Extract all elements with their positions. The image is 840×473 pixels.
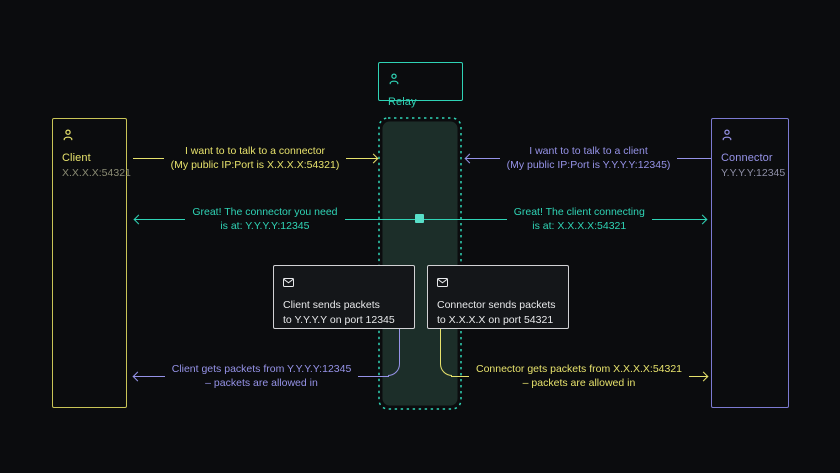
flow-label-line2: is at: Y.Y.Y.Y:12345 — [220, 220, 310, 232]
flow-relay-to-client: Great! The connector you need is at: Y.Y… — [133, 205, 420, 233]
note-line1: Client sends packets — [283, 299, 380, 311]
note-client-sends: Client sends packets to Y.Y.Y.Y on port … — [273, 265, 415, 329]
note-line2: to Y.Y.Y.Y on port 12345 — [283, 314, 395, 326]
person-icon — [721, 129, 733, 141]
arrow-left-icon — [133, 214, 144, 224]
flow-label-line1: Great! The client connecting — [513, 206, 645, 218]
note-connector-sends: Connector sends packets to X.X.X.X on po… — [427, 265, 569, 329]
actor-name: Connector — [721, 152, 773, 164]
arrow-left-icon — [464, 153, 475, 163]
flow-line — [466, 157, 500, 159]
envelope-icon — [283, 278, 294, 287]
packet-path-to-client-curve — [388, 329, 400, 376]
relay-node-marker — [415, 214, 424, 223]
actor-name: Relay — [388, 96, 417, 108]
flow-label-line1: Connector gets packets from X.X.X.X:5432… — [475, 363, 683, 375]
flow-line — [689, 375, 707, 377]
flow-label-line2: – packets are allowed in — [522, 377, 636, 389]
flow-label-line2: – packets are allowed in — [205, 377, 318, 389]
flow-label-line1: Great! The connector you need — [192, 206, 338, 218]
flow-label: I want to to talk to a connector (My pub… — [164, 144, 347, 172]
flow-label-line2: (My public IP:Port is Y.Y.Y.Y:12345) — [506, 159, 671, 171]
actor-name: Client — [62, 152, 91, 164]
person-icon — [62, 129, 74, 141]
flow-label: Great! The client connecting is at: X.X.… — [507, 205, 652, 233]
note-line2: to X.X.X.X on port 54321 — [437, 314, 554, 326]
arrow-right-icon — [697, 214, 708, 224]
flow-label: Client gets packets from Y.Y.Y.Y:12345 –… — [165, 362, 359, 390]
flow-label-line2: (My public IP:Port is X.X.X.X:54321) — [170, 159, 340, 171]
flow-label-line1: I want to to talk to a connector — [184, 145, 326, 157]
relay-session-zone — [378, 117, 462, 410]
flow-line — [358, 375, 390, 377]
actor-address: Y.Y.Y.Y:12345 — [721, 167, 786, 179]
flow-line — [135, 218, 186, 220]
flow-line — [420, 218, 507, 220]
flow-label: Connector gets packets from X.X.X.X:5432… — [469, 362, 689, 390]
flow-line — [133, 157, 164, 159]
flow-label: I want to to talk to a client (My public… — [500, 144, 678, 172]
person-icon — [388, 73, 400, 85]
arrow-left-icon — [132, 371, 143, 381]
flow-line — [346, 157, 377, 159]
flow-connector-intro: I want to to talk to a client (My public… — [464, 144, 712, 172]
flow-label-line1: I want to to talk to a client — [529, 145, 648, 157]
client-box: Client X.X.X.X:54321 — [52, 118, 131, 408]
dashed-zone-graphic — [378, 117, 462, 410]
flow-label-line1: Client gets packets from Y.Y.Y.Y:12345 — [171, 363, 352, 375]
arrow-right-icon — [368, 153, 379, 163]
flow-line — [651, 218, 706, 220]
flow-connector-gets: Connector gets packets from X.X.X.X:5432… — [451, 362, 709, 390]
flow-client-gets: Client gets packets from Y.Y.Y.Y:12345 –… — [132, 362, 390, 390]
relay-box: Relay — [378, 62, 463, 108]
flow-line — [134, 375, 165, 377]
flow-label-line2: is at: X.X.X.X:54321 — [532, 220, 627, 232]
flow-relay-to-connector: Great! The client connecting is at: X.X.… — [420, 205, 708, 233]
note-line1: Connector sends packets — [437, 299, 556, 311]
envelope-icon — [437, 278, 448, 287]
flow-label: Great! The connector you need is at: Y.Y… — [185, 205, 344, 233]
actor-address: X.X.X.X:54321 — [62, 167, 131, 179]
flow-client-intro: I want to to talk to a connector (My pub… — [133, 144, 379, 172]
flow-line — [344, 218, 420, 220]
connector-box: Connector Y.Y.Y.Y:12345 — [711, 118, 789, 408]
flow-line — [451, 375, 469, 377]
arrow-right-icon — [698, 371, 709, 381]
flow-line — [677, 157, 712, 159]
